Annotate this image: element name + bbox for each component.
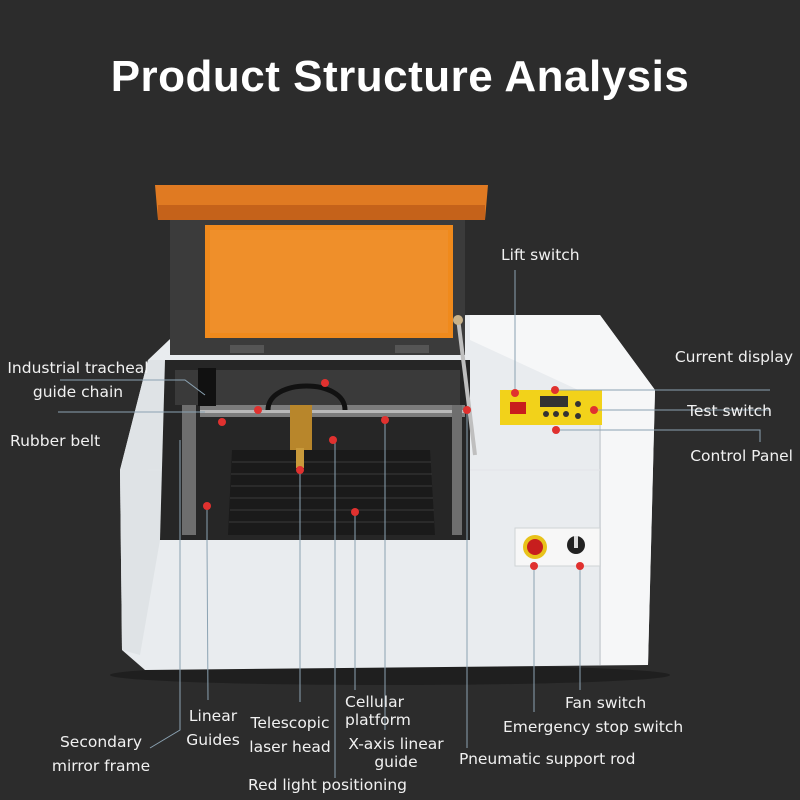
marker-guide-chain: [321, 379, 329, 387]
marker-lift-switch: [511, 389, 519, 397]
label-telescopic-laser-head: Telescopic laser head: [249, 714, 331, 756]
open-lid: [155, 185, 488, 355]
marker-current-display: [551, 386, 559, 394]
label-cellular-platform: Cellular platform: [345, 693, 411, 729]
switch-plate: [514, 527, 601, 567]
marker-fan-switch: [576, 562, 584, 570]
marker-linear-guides: [203, 502, 211, 510]
label-rubber-belt: Rubber belt: [10, 432, 101, 450]
marker-red-light: [329, 436, 337, 444]
label-test-switch: Test switch: [687, 402, 772, 420]
label-emergency-stop-switch: Emergency stop switch: [503, 718, 684, 736]
marker-pneumatic-rod: [463, 406, 471, 414]
label-industrial-guide-chain: Industrial tracheal guide chain: [7, 359, 149, 401]
label-secondary-mirror-frame: Secondary mirror frame: [51, 733, 151, 775]
label-pneumatic-support-rod: Pneumatic support rod: [459, 750, 636, 768]
marker-rubber-belt: [254, 406, 262, 414]
marker-emergency-stop: [530, 562, 538, 570]
label-control-panel: Control Panel: [690, 447, 793, 465]
marker-control-panel: [552, 426, 560, 434]
label-x-axis-linear-guide: X-axis linear guide: [348, 735, 444, 771]
marker-x-axis-guide: [381, 416, 389, 424]
work-cavity: [160, 315, 477, 540]
marker-secondary-mirror: [218, 418, 226, 426]
label-lift-switch: Lift switch: [501, 246, 580, 264]
marker-test-switch: [590, 406, 598, 414]
label-fan-switch: Fan switch: [565, 694, 647, 712]
label-linear-guides: Linear Guides: [186, 707, 240, 749]
marker-telescopic-head: [296, 466, 304, 474]
marker-cellular-platform: [351, 508, 359, 516]
label-current-display: Current display: [674, 348, 793, 366]
page-title: Product Structure Analysis: [110, 52, 690, 101]
label-red-light-positioning: Red light positioning: [248, 776, 408, 794]
